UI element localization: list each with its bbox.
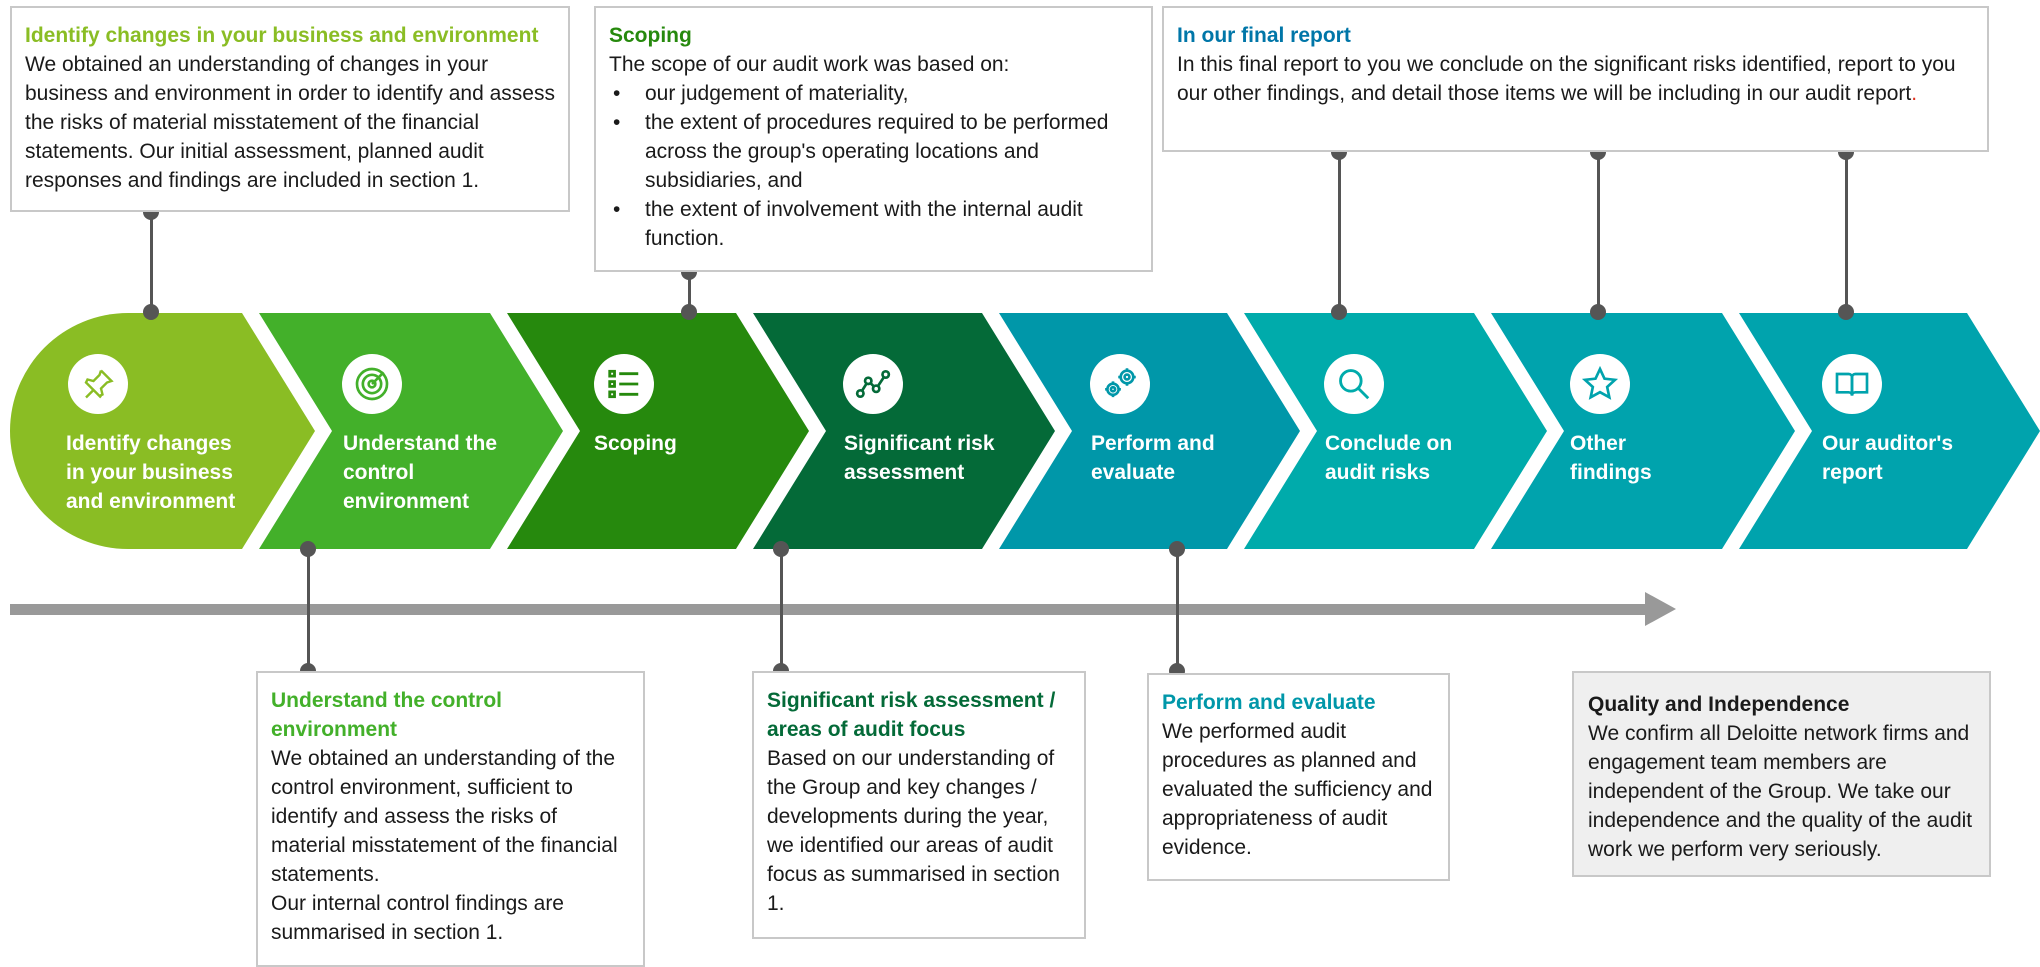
quality-independence-box: Quality and Independence We confirm all … [1572, 671, 1991, 877]
search-icon [1324, 354, 1384, 414]
connector-dot [1838, 304, 1854, 320]
connector-dot [1331, 304, 1347, 320]
scoping-bullet: our judgement of materiality, [609, 79, 1138, 108]
stage-label-6: Conclude on audit risks [1325, 432, 1453, 484]
timeline-arrow [10, 592, 1676, 626]
box-title: Perform and evaluate [1162, 691, 1376, 714]
connector-line [1176, 549, 1179, 671]
stage-label-7: Other findings [1570, 432, 1652, 484]
stage-shape-8 [1739, 313, 2040, 549]
stage-label-4: Significant risk assessment [844, 432, 995, 484]
gears-icon [1090, 354, 1150, 414]
identify-changes-box: Identify changes in your business and en… [10, 6, 570, 212]
star-icon [1570, 354, 1630, 414]
stage-label-2: Understand the control environment [343, 432, 498, 513]
scoping-bullet: the extent of procedures required to be … [609, 108, 1138, 195]
stage-label-5: Perform and evaluate [1091, 432, 1215, 484]
stage-shape-3 [507, 313, 809, 549]
connector-line [150, 212, 153, 312]
connector-dot [1169, 541, 1185, 557]
connector-line [780, 549, 783, 671]
box-title: Identify changes in your business and en… [25, 24, 539, 47]
connector-dot [300, 541, 316, 557]
list-icon [594, 354, 654, 414]
connector-dot [143, 304, 159, 320]
control-environment-box: Understand the control environment We ob… [256, 671, 645, 967]
box-period: . [1911, 82, 1918, 105]
box-body: Based on our understanding of the Group … [767, 747, 1060, 915]
perform-evaluate-box: Perform and evaluate We performed audit … [1147, 673, 1450, 881]
box-intro: The scope of our audit work was based on… [609, 53, 1010, 76]
stage-label-3: Scoping [594, 432, 677, 455]
stage-label-1: Identify changes in your business and en… [66, 432, 236, 513]
stage-shape-5 [999, 313, 1300, 549]
connector-dot [1590, 304, 1606, 320]
scoping-bullet-list: our judgement of materiality, the extent… [609, 79, 1138, 253]
box-title: Significant risk assessment / areas of a… [767, 689, 1056, 741]
final-report-box: In our final report In this final report… [1162, 6, 1989, 152]
connector-line [1845, 152, 1848, 312]
connector-dot [773, 541, 789, 557]
box-title: Understand the control environment [271, 689, 503, 741]
box-body: We confirm all Deloitte network firms an… [1588, 722, 1973, 861]
stage-label-8: Our auditor's report [1822, 432, 1954, 484]
box-body: In this final report to you we conclude … [1177, 53, 1956, 105]
connector-line [1597, 152, 1600, 312]
connector-dot [681, 304, 697, 320]
radar-icon [342, 354, 402, 414]
chart-line-icon [843, 354, 903, 414]
connector-line [688, 272, 691, 312]
stage-shape-7 [1491, 313, 1795, 549]
stage-shape-6 [1244, 313, 1547, 549]
scoping-bullet: the extent of involvement with the inter… [609, 195, 1138, 253]
connector-line [1338, 152, 1341, 312]
stage-shape-2 [259, 313, 563, 549]
box-title: Quality and Independence [1588, 693, 1850, 716]
risk-assessment-box: Significant risk assessment / areas of a… [752, 671, 1086, 939]
box-body: We obtained an understanding of the cont… [271, 747, 618, 886]
box-body: We obtained an understanding of changes … [25, 53, 555, 192]
pin-icon [68, 354, 128, 414]
box-body: Our internal control findings are summar… [271, 892, 564, 944]
box-title: In our final report [1177, 24, 1351, 47]
box-title: Scoping [609, 24, 692, 47]
connector-line [307, 549, 310, 671]
book-icon [1822, 354, 1882, 414]
stage-shape-4 [753, 313, 1055, 549]
box-body: We performed audit procedures as planned… [1162, 720, 1433, 859]
scoping-box: Scoping The scope of our audit work was … [594, 6, 1153, 272]
